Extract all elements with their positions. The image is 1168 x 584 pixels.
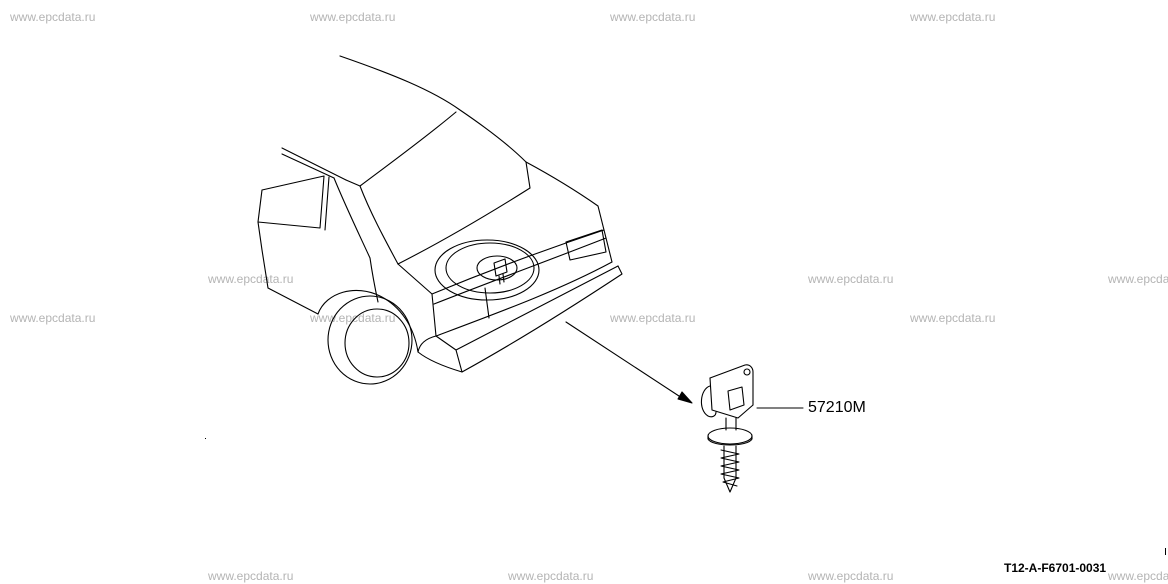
wheel-arch — [317, 289, 419, 353]
watermark: www.epcdata.ru — [508, 569, 594, 583]
clip-front-face — [709, 377, 754, 419]
watermark: www.epcdata.ru — [1108, 272, 1168, 286]
watermark: www.epcdata.ru — [208, 272, 294, 286]
washer — [707, 427, 753, 445]
spare-tire — [434, 239, 540, 301]
watermark: www.epcdata.ru — [10, 10, 96, 24]
body-side-front — [257, 221, 269, 289]
tail-light — [565, 229, 607, 261]
arrow-head — [677, 391, 693, 404]
watermark: www.epcdata.ru — [910, 10, 996, 24]
screw-threads — [720, 449, 740, 487]
trunk-right-edge — [525, 161, 605, 231]
watermark: www.epcdata.ru — [208, 569, 294, 583]
rear-window-right — [525, 161, 531, 189]
spare-tire-tread — [445, 242, 535, 294]
c-pillar-outer — [333, 177, 371, 259]
quarter-panel-line — [369, 257, 379, 303]
tail-panel-bottom — [435, 261, 613, 337]
watermark: www.epcdata.ru — [1108, 569, 1168, 583]
trunk-left-edge — [397, 263, 433, 295]
spare-tire-clip-marker — [493, 258, 508, 277]
trunk-rear-edge — [431, 229, 605, 295]
clip-side-loop — [700, 385, 717, 418]
rear-wheel-rim — [344, 308, 410, 378]
watermark: www.epcdata.ru — [808, 272, 894, 286]
clip-hole — [743, 368, 751, 376]
spare-tire-clip-stem — [498, 273, 505, 285]
tail-panel-right — [603, 229, 613, 263]
roof-rear-edge — [359, 111, 457, 187]
rear-window-bottom — [397, 187, 531, 265]
watermark: www.epcdata.ru — [610, 10, 696, 24]
quarter-window — [257, 175, 325, 229]
edge-mark — [1165, 548, 1166, 555]
rear-wheel-tire — [327, 295, 413, 385]
watermark: www.epcdata.ru — [808, 569, 894, 583]
part-number-label[interactable]: 57210M — [808, 399, 866, 416]
clip-opening — [727, 386, 745, 411]
screw-shank — [723, 445, 737, 493]
body-side-lower — [267, 287, 319, 315]
rear-corner — [417, 335, 437, 353]
roof-rail-inner — [281, 153, 335, 179]
c-pillar-inner — [345, 179, 399, 265]
watermark: www.epcdata.ru — [10, 311, 96, 325]
roof-left-edge — [339, 55, 527, 163]
clip-top-tab — [709, 364, 754, 406]
roof-rail — [281, 147, 347, 181]
spare-tire-clip-part — [700, 364, 754, 493]
watermark: www.epcdata.ru — [610, 311, 696, 325]
bumper-left — [417, 351, 463, 373]
bumper-face — [455, 265, 623, 373]
window-pillar — [324, 176, 330, 231]
spare-tire-outer — [434, 239, 540, 301]
bumper-top — [435, 265, 619, 351]
washer-edge — [707, 435, 753, 446]
pointer-arrow — [565, 321, 693, 404]
tail-panel-top — [433, 237, 607, 305]
watermark: www.epcdata.ru — [910, 311, 996, 325]
speck — [205, 438, 206, 439]
car-rear-view — [257, 55, 623, 385]
watermark: www.epcdata.ru — [310, 10, 396, 24]
tail-panel-left — [431, 293, 437, 337]
arrow-shaft — [565, 321, 683, 399]
spare-tire-hub — [476, 255, 518, 281]
drawing-code: T12-A-F6701-0031 — [1004, 561, 1107, 575]
